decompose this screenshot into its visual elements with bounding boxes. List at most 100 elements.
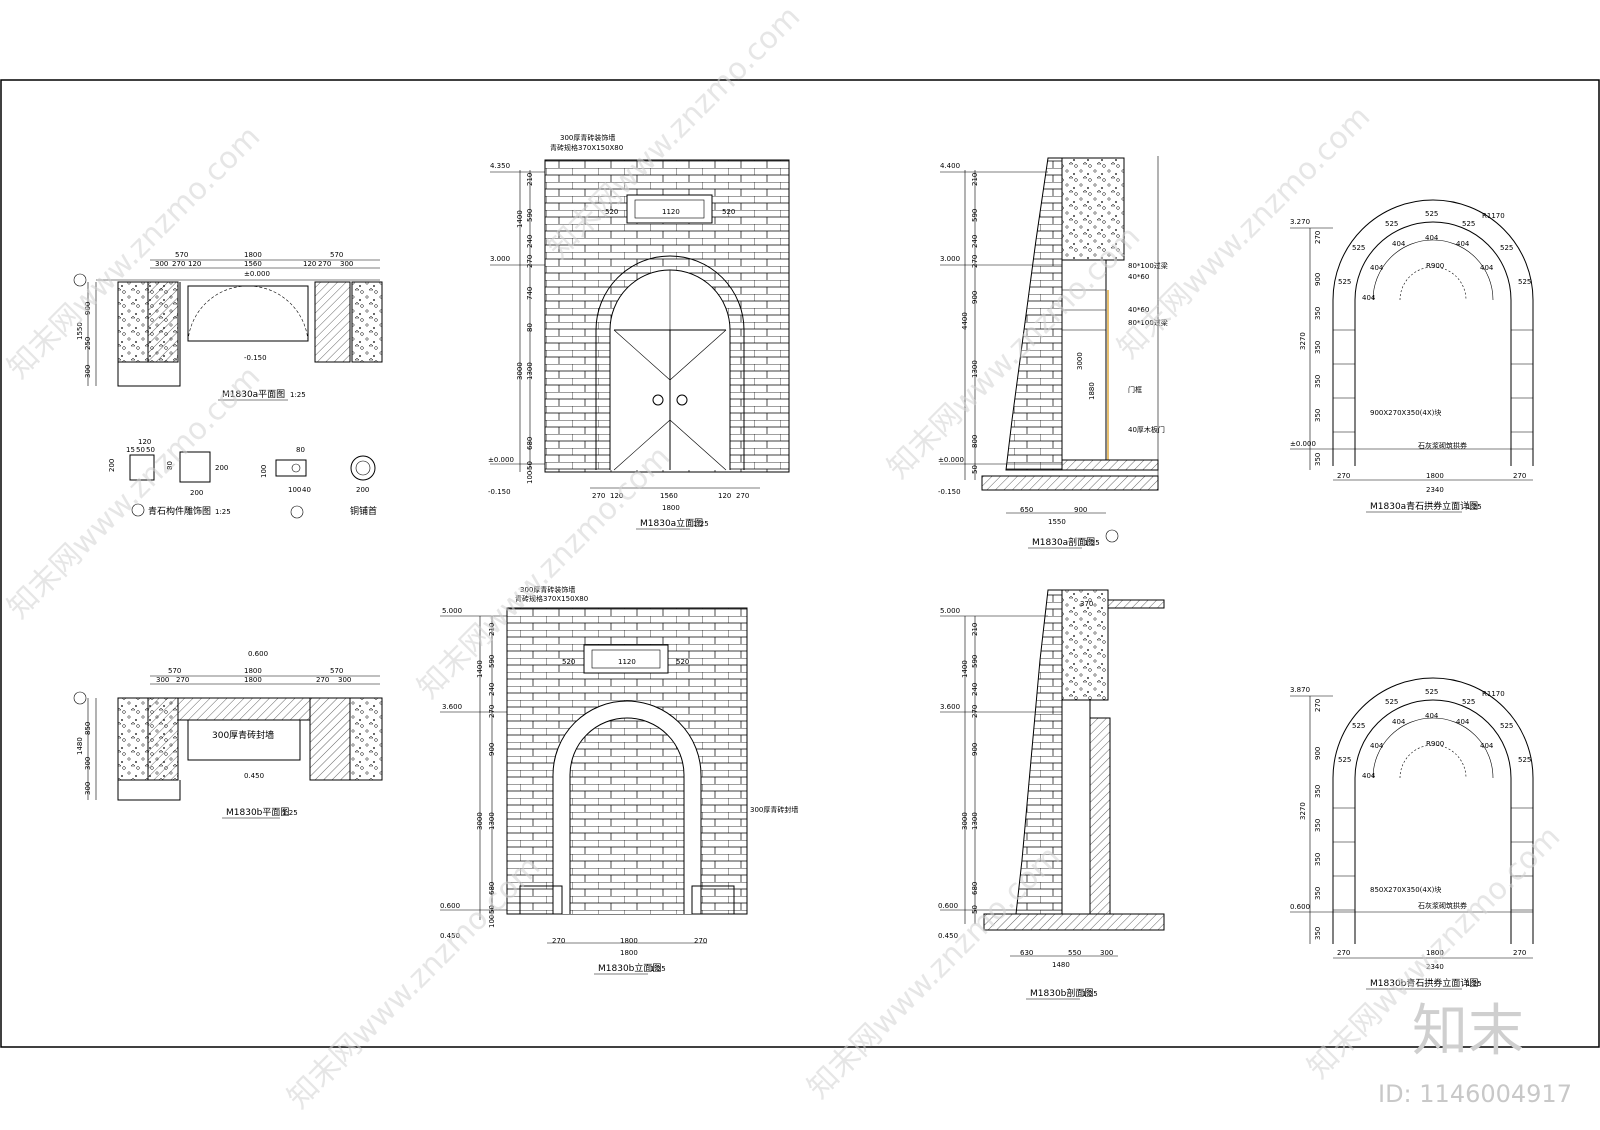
detail-a-dim: 50 xyxy=(136,446,145,454)
arch-b-voussoir: 404 xyxy=(1456,718,1470,726)
plan-b-dim-left: 300 xyxy=(84,757,92,770)
watermark-text: 知末网www.znzmo.com xyxy=(1,359,267,625)
watermark-text: 知末网www.znzmo.com xyxy=(1111,99,1377,365)
elev-a-dim-left: 590 xyxy=(526,209,534,222)
arch-a-dim-left: 350 xyxy=(1314,307,1322,320)
plan-b-dim-sub: 300 xyxy=(338,676,351,684)
arch-a-dim-left: 350 xyxy=(1314,453,1322,466)
elev-a-level: -0.150 xyxy=(488,488,511,496)
arch-a-dim-bottom: 270 xyxy=(1337,472,1350,480)
arch-b-dim-bottom: 270 xyxy=(1337,949,1350,957)
sect-b-dim-left: 240 xyxy=(971,683,979,696)
elev-a-dim-total: 1800 xyxy=(662,504,680,512)
elevation-b-drawing xyxy=(440,607,748,944)
arch-b-voussoir: 404 xyxy=(1392,718,1406,726)
detail-c-dim: 200 xyxy=(356,486,369,494)
detail-b-dim: 80 xyxy=(296,446,305,454)
sect-a-note: 80*100过梁 xyxy=(1128,318,1168,327)
elev-a-dim-left: 3000 xyxy=(516,362,524,380)
plan-a-level-top: ±0.000 xyxy=(244,270,270,278)
elev-a-dim-bottom: 120 xyxy=(718,492,731,500)
elev-b-dim-bottom: 1800 xyxy=(620,937,638,945)
arch-a-voussoir: 404 xyxy=(1425,234,1439,242)
arch-b-drawing xyxy=(1290,677,1534,959)
elev-a-level: 4.350 xyxy=(490,162,510,170)
sect-a-note: 40*60 xyxy=(1128,306,1149,314)
plan-a-dim-570-left: 570 xyxy=(175,251,188,259)
asset-id: ID: 1146004917 xyxy=(1378,1080,1572,1108)
arch-a-dim-left: 350 xyxy=(1314,409,1322,422)
elev-a-dim-bottom: 120 xyxy=(610,492,623,500)
detail-a-drawing xyxy=(129,451,376,519)
detail-a-dim: 200 xyxy=(108,459,116,472)
arch-b-voussoir: 525 xyxy=(1462,698,1475,706)
elev-b-scale: 1:25 xyxy=(650,965,666,973)
arch-b-level-top: 3.870 xyxy=(1290,686,1310,694)
arch-b-sub-note: 石灰浆砌筑拱券 xyxy=(1418,901,1467,910)
arch-b-dim-bottom: 1800 xyxy=(1426,949,1444,957)
plan-b-dim-top: 1800 xyxy=(244,667,262,675)
elev-a-dim-left: 270 xyxy=(526,255,534,268)
elev-a-dim-left: 210 xyxy=(526,173,534,186)
elev-b-dim-left: 680 xyxy=(488,882,496,895)
plan-a-dim-sub: 300 xyxy=(340,260,353,268)
sect-b-dim-left: 50 xyxy=(971,905,979,914)
elev-b-level: 3.600 xyxy=(442,703,462,711)
plan-b-drawing xyxy=(73,675,383,801)
elev-a-dim-left: 680 xyxy=(526,437,534,450)
detail-c-title: 铜铺首 xyxy=(350,505,377,517)
sect-b-dim-bottom: 550 xyxy=(1068,949,1081,957)
elev-b-level: 0.450 xyxy=(440,932,460,940)
sect-b-dim-left: 590 xyxy=(971,655,979,668)
sect-a-title: M1830a剖面图 xyxy=(1032,536,1095,548)
arch-b-spring: R900 xyxy=(1426,740,1444,748)
watermark-text: 知末网www.znzmo.com xyxy=(801,839,1067,1105)
plan-b-dim-sub: 1800 xyxy=(244,676,262,684)
sheet-frame xyxy=(0,79,1600,1048)
elev-b-plaque-dim: 520 xyxy=(676,658,689,666)
sect-a-level: 4.400 xyxy=(940,162,960,170)
plan-a-dim-sub: 120 xyxy=(188,260,201,268)
elev-a-level: ±0.000 xyxy=(488,456,514,464)
sect-b-dim-left: 1300 xyxy=(971,812,979,830)
plan-b-dim-top: 570 xyxy=(168,667,181,675)
plan-a-dim-sub: 270 xyxy=(318,260,331,268)
arch-a-drawing xyxy=(1290,199,1534,481)
plan-b-dim-left: 850 xyxy=(84,722,92,735)
plan-b-dim-sub: 270 xyxy=(176,676,189,684)
plan-a-dim-sub: 300 xyxy=(155,260,168,268)
arch-a-voussoir: 525 xyxy=(1385,220,1398,228)
sect-b-dim-left: 680 xyxy=(971,882,979,895)
arch-a-dim-bottom: 1800 xyxy=(1426,472,1444,480)
arch-b-voussoir: 525 xyxy=(1338,756,1351,764)
elev-a-note-top1: 300厚青砖装饰墙 xyxy=(560,133,615,142)
sect-a-dim-left: 800 xyxy=(971,435,979,448)
elev-b-dim-left: 900 xyxy=(488,743,496,756)
arch-a-voussoir: 404 xyxy=(1480,264,1494,272)
plan-b-wall-note: 300厚青砖封墙 xyxy=(212,729,274,741)
detail-b-dim: 100 xyxy=(288,486,301,494)
arch-a-title: M1830a青石拱券立面详图 xyxy=(1370,500,1478,512)
plan-a-scale: 1:25 xyxy=(290,391,306,399)
sect-a-inner-dim: 3000 xyxy=(1076,352,1084,370)
arch-a-note: 900X270X350(4X)块 xyxy=(1370,408,1441,417)
sect-a-dim-left: 50 xyxy=(971,465,979,474)
sect-a-level: ±0.000 xyxy=(938,456,964,464)
elev-b-dim-left: 100 xyxy=(488,915,496,928)
arch-a-dim-total: 2340 xyxy=(1426,486,1444,494)
elev-b-title: M1830b立面图 xyxy=(598,962,661,974)
elev-a-dim-left: 1400 xyxy=(516,210,524,228)
sect-a-dim-left: 900 xyxy=(971,291,979,304)
plan-a-dim-left: 900 xyxy=(84,302,92,315)
sect-a-inner-dim: 1880 xyxy=(1088,382,1096,400)
elev-a-title: M1830a立面图 xyxy=(640,517,703,529)
sect-a-dim-left: 270 xyxy=(971,255,979,268)
arch-b-dim-left: 900 xyxy=(1314,747,1322,760)
plan-a-dim-1800: 1800 xyxy=(244,251,262,259)
elev-b-plaque-dim: 1120 xyxy=(618,658,636,666)
sect-b-dim-left: 3000 xyxy=(961,812,969,830)
arch-b-voussoir: R1170 xyxy=(1482,690,1505,698)
sect-b-dim-left: 210 xyxy=(971,623,979,636)
sect-b-dim-left: 270 xyxy=(971,705,979,718)
arch-a-dim-bottom: 270 xyxy=(1513,472,1526,480)
